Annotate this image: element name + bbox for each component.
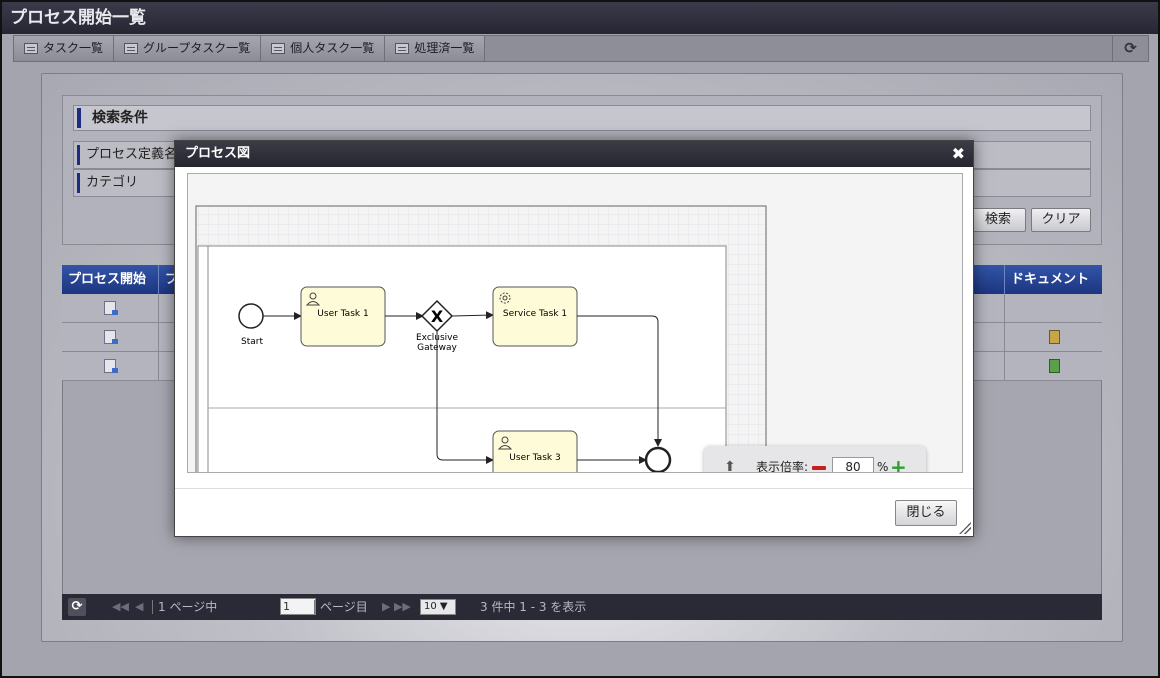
tab-group-task-list[interactable]: グループタスク一覧 <box>114 36 262 61</box>
sequence-flow <box>451 311 494 320</box>
process-diagram: Start User Task 1 X Exclusive Gateway <box>195 205 767 472</box>
zoom-label: 表示倍率: <box>756 460 809 473</box>
grid-cell <box>159 294 1005 322</box>
list-icon <box>395 43 410 54</box>
tab-label: 個人タスク一覧 <box>290 41 375 55</box>
user-task-1-label: User Task 1 <box>317 309 368 319</box>
tab-label: 処理済一覧 <box>414 41 475 55</box>
zoom-input[interactable]: 80 <box>832 457 874 472</box>
first-page-icon[interactable]: ◀◀ <box>112 600 129 613</box>
process-diagram-dialog: プロセス図 ✖ Start <box>174 140 974 537</box>
record-summary: 3 件中 1 - 3 を表示 <box>480 600 587 614</box>
book-icon[interactable] <box>1048 330 1060 344</box>
page-size-value: 10 <box>424 601 437 612</box>
pool <box>197 245 727 472</box>
tab-bar: タスク一覧 グループタスク一覧 個人タスク一覧 処理済一覧 ⟳ <box>13 35 1149 62</box>
pager: ⟳ ◀◀ ◀ 1 ページ中 1 ページ目 ▶ ▶▶ 10 ▼ 3 件中 1 - … <box>62 594 1102 620</box>
pager-separator <box>152 600 153 614</box>
grid-cell <box>159 323 1005 351</box>
end-event[interactable] <box>644 446 672 472</box>
start-process-icon[interactable] <box>104 301 118 315</box>
window-title: プロセス開始一覧 <box>2 2 1158 34</box>
start-event[interactable] <box>238 303 264 329</box>
page-prefix: 1 ページ中 <box>158 600 218 614</box>
diagram-viewport[interactable]: Start User Task 1 X Exclusive Gateway <box>187 173 963 473</box>
gear-icon <box>499 292 511 304</box>
list-icon <box>24 43 38 54</box>
list-icon <box>124 43 139 54</box>
column-header-process-start[interactable]: プロセス開始 <box>62 265 159 294</box>
start-label: Start <box>241 337 263 347</box>
next-page-icon[interactable]: ▶ ▶▶ <box>382 600 411 613</box>
start-process-icon[interactable] <box>104 359 118 373</box>
tab-personal-task-list[interactable]: 個人タスク一覧 <box>261 36 386 61</box>
list-icon <box>271 43 286 54</box>
document-cell <box>1005 323 1102 351</box>
zoom-control: ⬆ 表示倍率: 80 % + <box>704 446 926 473</box>
process-start-cell <box>62 352 159 380</box>
tab-processed-list[interactable]: 処理済一覧 <box>385 36 486 61</box>
document-cell <box>1005 294 1102 322</box>
home-icon[interactable]: ⬆ <box>724 459 736 473</box>
close-button[interactable]: 閉じる <box>895 500 957 526</box>
document-cell <box>1005 352 1102 380</box>
refresh-icon[interactable]: ⟳ <box>68 598 86 616</box>
search-button[interactable]: 検索 <box>970 208 1026 232</box>
field-label: プロセス定義名 <box>86 147 178 162</box>
gateway-x-icon: X <box>431 307 444 326</box>
dialog-footer-divider <box>175 488 973 489</box>
tab-task-list[interactable]: タスク一覧 <box>14 36 115 61</box>
grid-cell <box>159 352 1005 380</box>
prev-page-icon[interactable]: ◀ <box>135 600 144 613</box>
zoom-out-icon[interactable] <box>812 466 826 470</box>
refresh-icon[interactable]: ⟳ <box>1112 36 1148 61</box>
process-start-cell <box>62 323 159 351</box>
zoom-in-icon[interactable]: + <box>890 455 907 473</box>
resize-grip-icon[interactable] <box>959 522 971 534</box>
sequence-flow <box>436 331 494 464</box>
search-header: 検索条件 <box>73 105 1091 131</box>
sequence-flow <box>577 315 662 447</box>
dialog-title-bar[interactable]: プロセス図 ✖ <box>175 141 973 167</box>
user-task-3-label: User Task 3 <box>509 453 560 463</box>
tab-label: グループタスク一覧 <box>143 41 251 55</box>
user-icon <box>497 436 513 450</box>
page-size-select[interactable]: 10 ▼ <box>420 599 456 615</box>
user-icon <box>305 292 321 306</box>
page-number-input[interactable]: 1 <box>280 598 316 615</box>
pager-separator <box>314 600 315 614</box>
service-task-1-label: Service Task 1 <box>503 309 567 319</box>
field-label: カテゴリ <box>86 175 139 190</box>
column-header-document[interactable]: ドキュメント <box>1011 272 1090 287</box>
close-icon[interactable]: ✖ <box>951 144 965 163</box>
tab-label: タスク一覧 <box>43 41 104 55</box>
document-icon[interactable] <box>1048 359 1060 373</box>
process-start-cell <box>62 294 159 322</box>
dialog-title: プロセス図 <box>185 146 251 161</box>
page-suffix: ページ目 <box>320 600 368 614</box>
start-process-icon[interactable] <box>104 330 118 344</box>
clear-button[interactable]: クリア <box>1031 208 1091 232</box>
zoom-unit: % <box>877 460 889 473</box>
